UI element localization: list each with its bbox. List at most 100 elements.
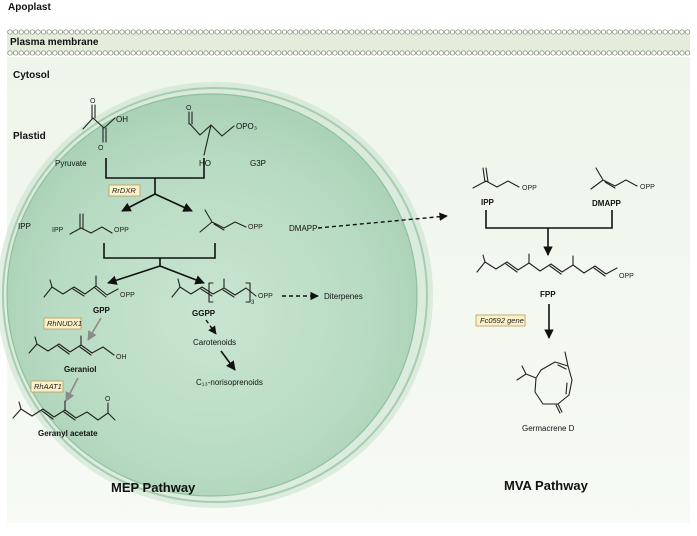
membrane-bead — [102, 29, 108, 35]
membrane-bead — [153, 29, 159, 35]
membrane-bead — [332, 29, 338, 35]
membrane-bead — [119, 50, 125, 56]
membrane-bead — [337, 29, 343, 35]
membrane-bead — [80, 50, 86, 56]
membrane-bead — [7, 29, 13, 35]
membrane-bead — [617, 29, 623, 35]
membrane-bead — [349, 29, 355, 35]
membrane-bead — [74, 29, 80, 35]
membrane-bead — [595, 29, 601, 35]
membrane-bead — [466, 29, 472, 35]
membrane-bead — [539, 29, 545, 35]
membrane-bead — [377, 50, 383, 56]
membrane-bead — [528, 50, 534, 56]
gpp-label: GPP — [93, 306, 111, 315]
plasma-membrane-label: Plasma membrane — [10, 37, 99, 48]
membrane-bead — [634, 29, 640, 35]
membrane-bead — [158, 29, 164, 35]
g3p-opo3-label: OPO₃ — [236, 122, 257, 131]
membrane-bead — [685, 50, 691, 56]
arrow-to-norisoprenoids — [220, 350, 236, 371]
membrane-bead — [634, 50, 640, 56]
membrane-bead — [46, 50, 52, 56]
membrane-bead — [668, 29, 674, 35]
membrane-bead — [164, 29, 170, 35]
membrane-bead — [203, 50, 209, 56]
membrane-bead — [214, 50, 220, 56]
pyruvate-structure: OH O O — [82, 98, 128, 152]
gene-box-rhaat1: RhAAT1 — [30, 380, 64, 393]
membrane-bead — [685, 29, 691, 35]
membrane-bead — [309, 29, 315, 35]
fpp-label: FPP — [540, 290, 556, 299]
membrane-bead — [567, 50, 573, 56]
membrane-bead — [477, 50, 483, 56]
membrane-bead — [169, 29, 175, 35]
dashed-arrow-dmapp-to-mva — [317, 212, 448, 229]
membrane-bead — [337, 50, 343, 56]
membrane-bead — [57, 50, 63, 56]
membrane-bead — [522, 29, 528, 35]
gene-box-rrdxr: RrDXR — [108, 184, 141, 197]
membrane-bead — [220, 50, 226, 56]
gene-box-fc0592: Fc0592 gene — [475, 314, 526, 327]
arrow-to-ipp — [121, 193, 156, 212]
membrane-bead — [494, 29, 500, 35]
pyruvate-oh-label: OH — [116, 115, 128, 124]
membrane-bead — [550, 50, 556, 56]
membrane-bead — [360, 29, 366, 35]
svg-text:OPP: OPP — [248, 224, 263, 231]
membrane-bead — [601, 50, 607, 56]
arrow-to-gpp — [107, 265, 161, 285]
membrane-bead — [209, 29, 215, 35]
germacrene-label: Germacrene D — [522, 424, 575, 433]
membrane-bead — [186, 50, 192, 56]
membrane-bead — [410, 29, 416, 35]
membrane-bead — [416, 50, 422, 56]
membrane-bead — [421, 29, 427, 35]
membrane-bead — [315, 50, 321, 56]
membrane-bead — [410, 50, 416, 56]
membrane-bead — [18, 50, 24, 56]
membrane-bead — [91, 50, 97, 56]
membrane-bead — [175, 50, 181, 56]
fpp-structure: OPP — [476, 253, 634, 280]
membrane-bead — [41, 50, 47, 56]
membrane-bead — [612, 50, 618, 56]
membrane-bead — [354, 29, 360, 35]
gene-box-rhnudx1: RhNUDX1 — [43, 317, 82, 330]
svg-text:RrDXR: RrDXR — [112, 186, 136, 195]
membrane-bead — [539, 50, 545, 56]
membrane-bead — [371, 29, 377, 35]
membrane-bead — [248, 50, 254, 56]
membrane-bead — [679, 50, 685, 56]
svg-text:RhAAT1: RhAAT1 — [34, 382, 62, 391]
membrane-bead — [449, 50, 455, 56]
membrane-bead — [673, 50, 679, 56]
ggpp-structure: 3 OPP — [171, 278, 273, 306]
membrane-bead — [209, 50, 215, 56]
membrane-bead — [528, 29, 534, 35]
membrane-bead — [629, 50, 635, 56]
membrane-bead — [253, 50, 259, 56]
membrane-bead — [29, 50, 35, 56]
membrane-bead — [13, 50, 19, 56]
membrane-bead — [662, 29, 668, 35]
pyruvate-label: Pyruvate — [55, 159, 87, 168]
membrane-bead — [18, 29, 24, 35]
svg-text:O: O — [90, 98, 96, 105]
membrane-bead — [505, 29, 511, 35]
svg-text:OPP: OPP — [114, 227, 129, 234]
membrane-bead — [617, 50, 623, 56]
membrane-bead — [382, 29, 388, 35]
membrane-bead — [651, 50, 657, 56]
membrane-bead — [662, 50, 668, 56]
plastid-label: Plastid — [13, 131, 46, 142]
membrane-bead — [545, 50, 551, 56]
membrane-bead — [489, 50, 495, 56]
membrane-bead — [477, 29, 483, 35]
geraniol-structure: OH — [28, 335, 127, 361]
membrane-bead — [175, 29, 181, 35]
